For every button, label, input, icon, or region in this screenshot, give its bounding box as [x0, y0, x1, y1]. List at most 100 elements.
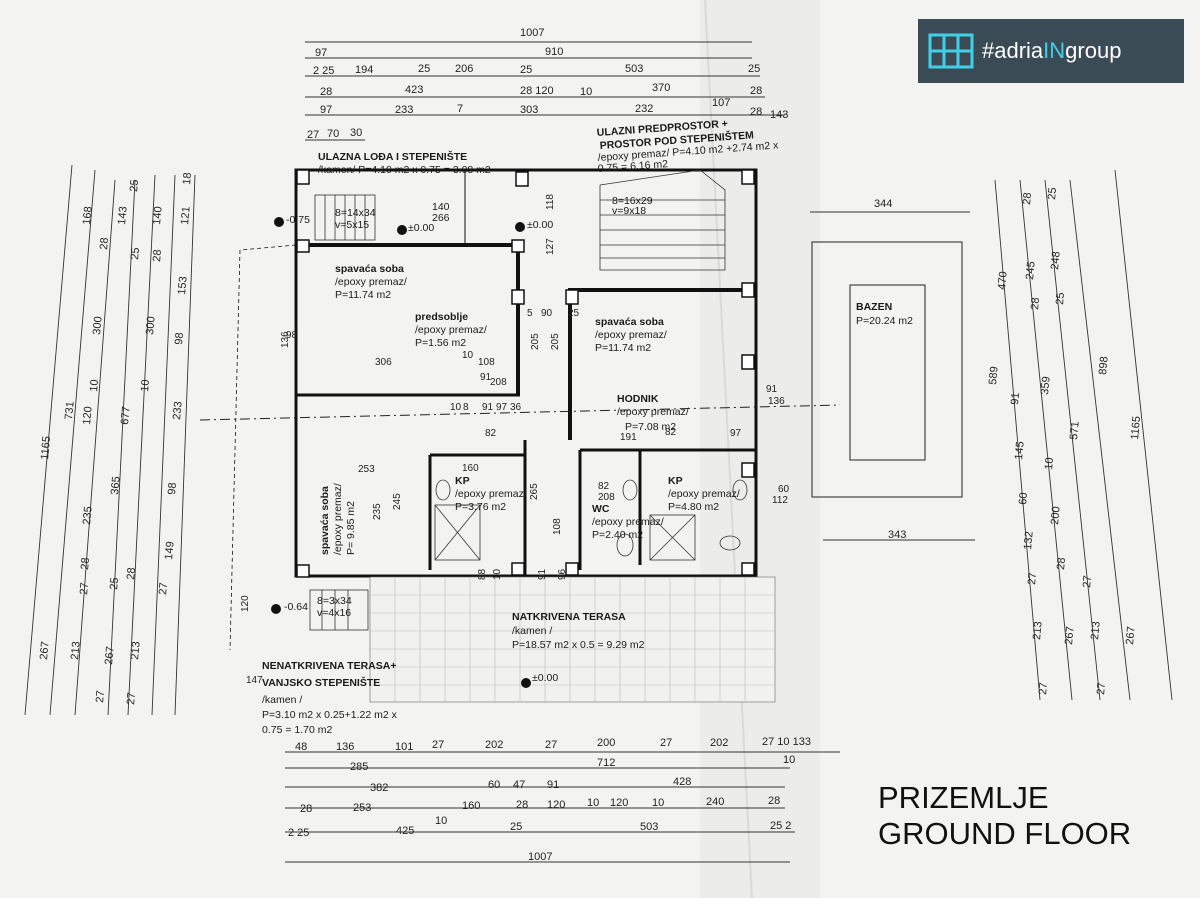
bottom-dim-r5-3: 25 [510, 821, 522, 833]
right-dim-245: 245 [1024, 261, 1038, 280]
bottom-dim-r4-9: 28 [768, 795, 780, 807]
top-dim-r3-2: 25 [418, 63, 430, 75]
room-covered-terrace-name: NATKRIVENA TERASA [512, 611, 626, 623]
inner-dim-label: 147 [246, 675, 263, 686]
room-bedroom1-name: spavaća soba [335, 263, 404, 275]
left-dim-121: 121 [179, 206, 193, 225]
bottom-dim-r5-2: 10 [435, 815, 447, 827]
logo-suffix: group [1065, 38, 1122, 63]
inner-dim-label: 208 [490, 377, 507, 388]
left-dim-267b: 267 [103, 646, 117, 665]
right-dim-27a: 27 [1026, 572, 1039, 585]
bottom-dim-r1-5: 27 [545, 739, 557, 751]
pool-width-bottom: 343 [888, 529, 906, 541]
right-dim-25a: 25 [1046, 187, 1059, 200]
right-dim-213a: 213 [1031, 621, 1045, 640]
logo-prefix: #adria [982, 38, 1044, 63]
building-walls [229, 168, 758, 651]
top-dimension-lines [305, 41, 785, 141]
left-dim-25c: 25 [129, 247, 142, 260]
bottom-dim-r4-2: 160 [462, 800, 480, 812]
caption-line1: PRIZEMLJE [878, 780, 1049, 815]
stairs-1-height: v=5x15 [335, 219, 369, 231]
left-dim-213b: 213 [129, 641, 143, 660]
bottom-dim-r4-6: 120 [610, 797, 628, 809]
left-dim-213a: 213 [69, 641, 83, 660]
right-dim-27c: 27 [1081, 575, 1094, 588]
top-dim-r1-0: 1007 [520, 27, 544, 39]
room-bedroom3-area: P= 9.85 m2 [345, 501, 357, 555]
inner-dim-label: 36 [510, 402, 522, 413]
inner-dim-label: 208 [598, 492, 615, 503]
inner-dim-label: 82 [485, 428, 497, 439]
inner-dim-label: 160 [462, 463, 479, 474]
bathroom-fixtures [434, 479, 748, 561]
logo-wordmark: #adriaINgroup [982, 38, 1121, 64]
left-dim-27d: 27 [157, 582, 170, 595]
top-dim-r5-4: 232 [635, 103, 653, 115]
right-dimension-lines [810, 169, 1173, 701]
bottom-dim-r2-2: 10 [783, 754, 795, 766]
wall-pillars [296, 169, 755, 578]
right-dim-1165: 1165 [1129, 416, 1143, 441]
bottom-dim-r5-5: 25 2 [770, 820, 791, 832]
room-covered-terrace-finish: /kamen / [512, 625, 552, 637]
bottom-dim-r2-1: 712 [597, 757, 615, 769]
door-entry-width: 140 [432, 201, 450, 213]
inner-dim-label: 108 [552, 518, 563, 535]
room-vestibule-finish: /epoxy premaz/ [415, 324, 487, 336]
inner-dim-label: 136 [768, 396, 785, 407]
left-dim-233: 233 [171, 401, 185, 420]
stairs [309, 169, 726, 631]
room-entry-hall-spec2: 0.75 = 6.16 m2 [597, 158, 668, 175]
bottom-dim-r4-7: 10 [652, 797, 664, 809]
bottom-dim-r1-0: 48 [295, 741, 307, 753]
bottom-dim-r2-0: 285 [350, 761, 368, 773]
right-dim-60: 60 [1017, 492, 1030, 505]
left-dim-300b: 300 [144, 316, 158, 335]
right-dim-27b: 27 [1037, 682, 1050, 695]
right-dim-898: 898 [1097, 356, 1111, 375]
bottom-dim-r4-1: 253 [353, 802, 371, 814]
inner-dim-label: 98 [286, 330, 298, 341]
room-open-terrace-name1: NENATKRIVENA TERASA+ [262, 660, 396, 672]
right-dim-91: 91 [1009, 392, 1022, 405]
inner-dim-label: 10 [492, 568, 503, 580]
top-dim-r3-3: 206 [455, 63, 473, 75]
inner-dim-label: 245 [392, 493, 403, 510]
bottom-dim-r1-8: 202 [710, 737, 728, 749]
right-dim-267a: 267 [1063, 626, 1077, 645]
level-entry-porch: -0.75 [286, 214, 310, 226]
bottom-dim-r4-0: 28 [300, 803, 312, 815]
right-dim-589: 589 [987, 366, 1001, 385]
left-dim-18: 18 [181, 172, 194, 185]
bottom-dim-r1-6: 200 [597, 737, 615, 749]
top-dim-r3-5: 503 [625, 63, 643, 75]
room-vestibule-name: predsoblje [415, 311, 468, 323]
top-dim-r5-3: 303 [520, 104, 538, 116]
room-entry-porch-name: ULAZNA LOĐA I STEPENIŠTE [318, 150, 467, 163]
room-open-terrace-area2: 0.75 = 1.70 m2 [262, 724, 333, 736]
left-dim-731: 731 [63, 401, 77, 420]
bottom-dim-r1-3: 27 [432, 739, 444, 751]
left-dim-10a: 10 [88, 379, 101, 392]
right-dim-27d: 27 [1095, 682, 1108, 695]
left-dim-140: 140 [151, 206, 165, 225]
inner-dim-label: 205 [530, 333, 541, 350]
inner-dim-label: 91 [766, 384, 778, 395]
bottom-dim-r4-5: 10 [587, 797, 599, 809]
room-bath2-name: KP [668, 475, 683, 487]
top-dim-r3-0: 2 25 [313, 65, 334, 77]
room-vestibule-area: P=1.56 m2 [415, 337, 466, 349]
top-dim-r6-1: 70 [327, 128, 339, 140]
stairs-2-height: v=9x18 [612, 205, 646, 217]
inner-dim-label: 82 [598, 481, 610, 492]
inner-dim-label: 25 [568, 308, 580, 319]
top-dim-r3-6: 25 [748, 63, 760, 75]
left-dim-10b: 10 [139, 379, 152, 392]
top-dim-r4-4: 370 [652, 82, 670, 94]
room-bath1-area: P=3.76 m2 [455, 501, 506, 513]
top-dim-r4-0: 28 [320, 86, 332, 98]
left-dim-300a: 300 [91, 316, 105, 335]
